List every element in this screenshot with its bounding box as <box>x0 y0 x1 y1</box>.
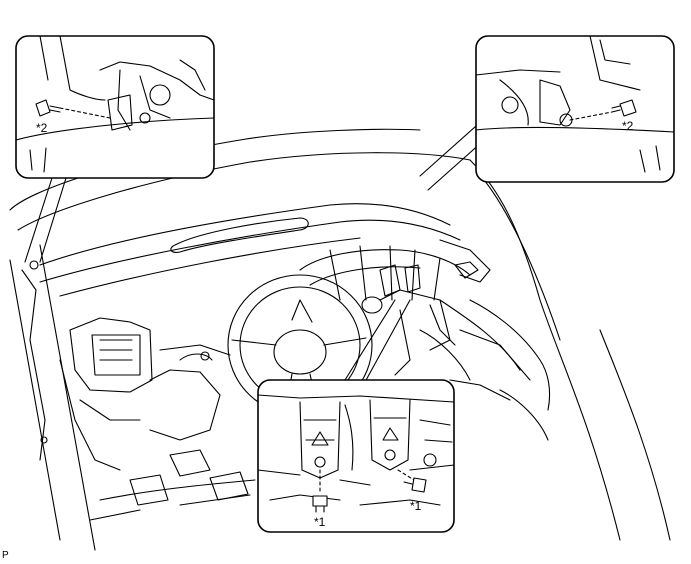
dashboard-illustration <box>9 128 671 551</box>
callout-bottom: *1 *1 <box>257 379 455 533</box>
callout-top-left-detail <box>15 35 215 173</box>
bolt-icon <box>35 99 61 117</box>
callout-top-right-detail <box>475 35 675 173</box>
figure-code: P <box>2 550 9 561</box>
callout-label-star1-left: *1 <box>314 515 326 529</box>
bolt-icon <box>611 99 637 117</box>
callout-label-star1-right: *1 <box>410 499 422 513</box>
callout-bottom-detail <box>257 394 455 506</box>
callout-label-star2-right: *2 <box>622 119 634 133</box>
bolt-icon <box>403 477 427 493</box>
callout-label-star2-left: *2 <box>36 121 48 135</box>
callout-top-right: *2 <box>475 35 675 183</box>
callout-top-left: *2 <box>15 35 215 179</box>
nut-icon <box>312 495 328 513</box>
